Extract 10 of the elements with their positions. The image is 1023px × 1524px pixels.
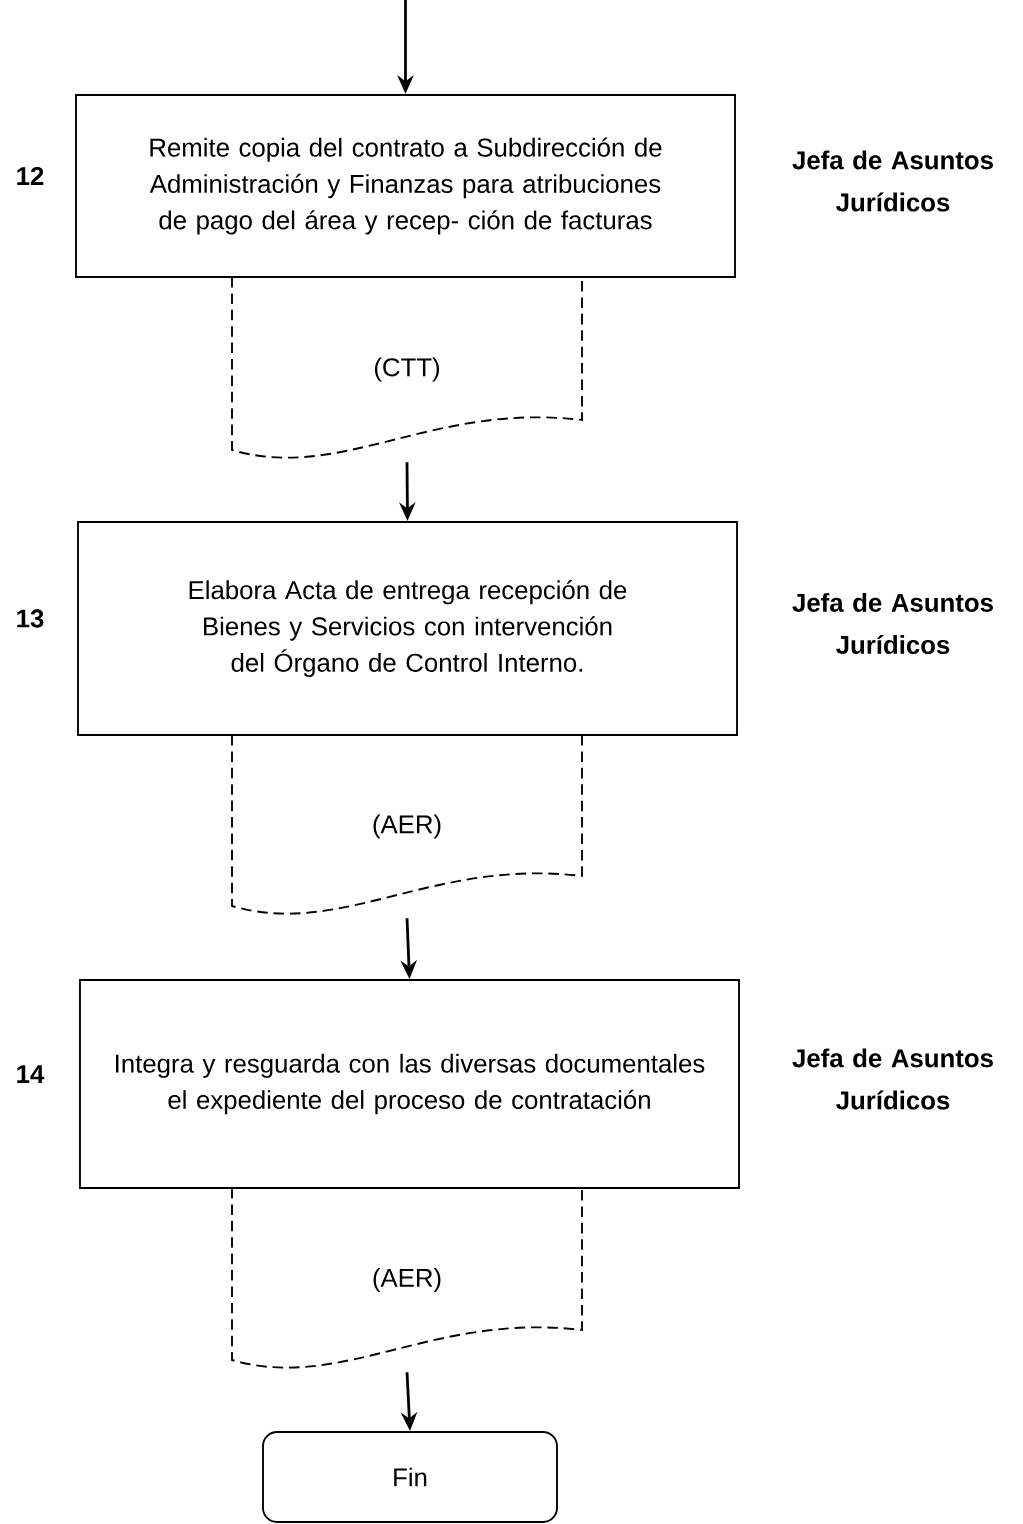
terminator-box: Fin (262, 1431, 558, 1523)
role-label: Jefa de Asuntos Jurídicos (792, 592, 993, 655)
process-box: Elabora Acta de entrega recepción de Bienes y Servicios con intervención del Órgano de Control Interno. (77, 521, 738, 736)
step-number: 12 (17, 167, 44, 185)
step-number: 13 (17, 609, 44, 628)
role-label: Jefa de Asuntos Jurídicos (792, 150, 993, 212)
step-number: 14 (17, 1065, 45, 1083)
role-label: Jefa de Asuntos Jurídicos (792, 1048, 993, 1110)
process-box: Remite copia del contrato a Subdirección de Administración y Finanzas para atribuciones de pago del área y recep- ción de facturas (75, 94, 736, 278)
process-box: Integra y resguarda con las diversas documentales el expediente del proceso de contratación (79, 979, 740, 1189)
